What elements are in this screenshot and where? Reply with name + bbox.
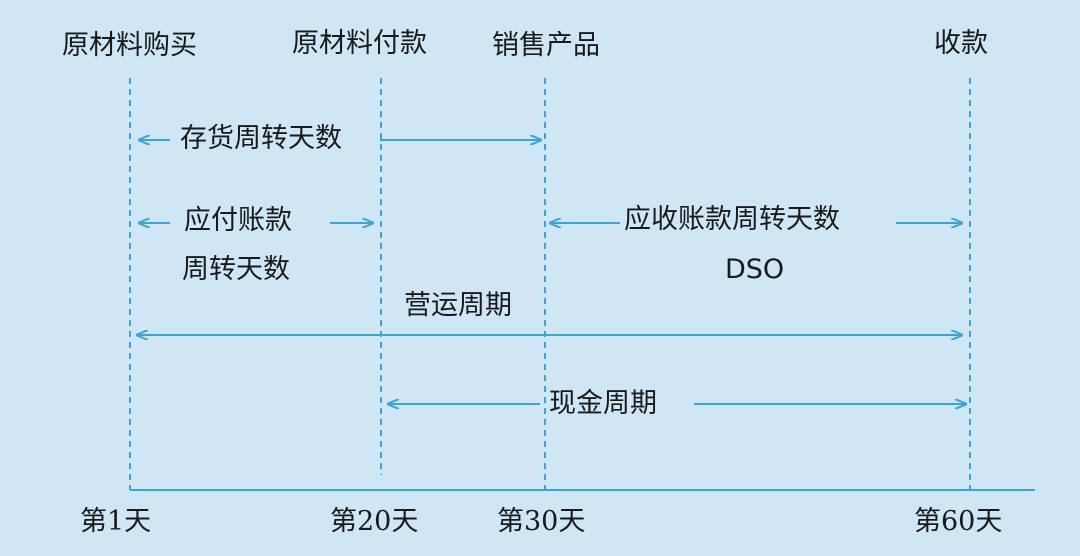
payable-days-label-line2: 周转天数 (182, 254, 290, 285)
payable-days-label-line1: 应付账款 (184, 205, 292, 236)
receivable-days-label-line1: 应收账款周转天数 (624, 204, 840, 235)
cash-cycle-label: 现金周期 (549, 388, 657, 419)
receivable-days-label-dso: DSO (725, 254, 785, 285)
day-label-60: 第60天 (914, 506, 1003, 537)
event-product-sale: 销售产品 (492, 30, 600, 61)
day-label-30: 第30天 (497, 506, 586, 537)
day-label-20: 第20天 (330, 506, 419, 537)
day-label-1: 第1天 (80, 506, 152, 537)
event-collection: 收款 (934, 28, 988, 59)
event-raw-material-purchase: 原材料购买 (62, 30, 197, 61)
inventory-days-label: 存货周转天数 (180, 123, 342, 154)
operating-cycle-label: 营运周期 (404, 290, 512, 321)
event-raw-material-payment: 原材料付款 (292, 28, 427, 59)
